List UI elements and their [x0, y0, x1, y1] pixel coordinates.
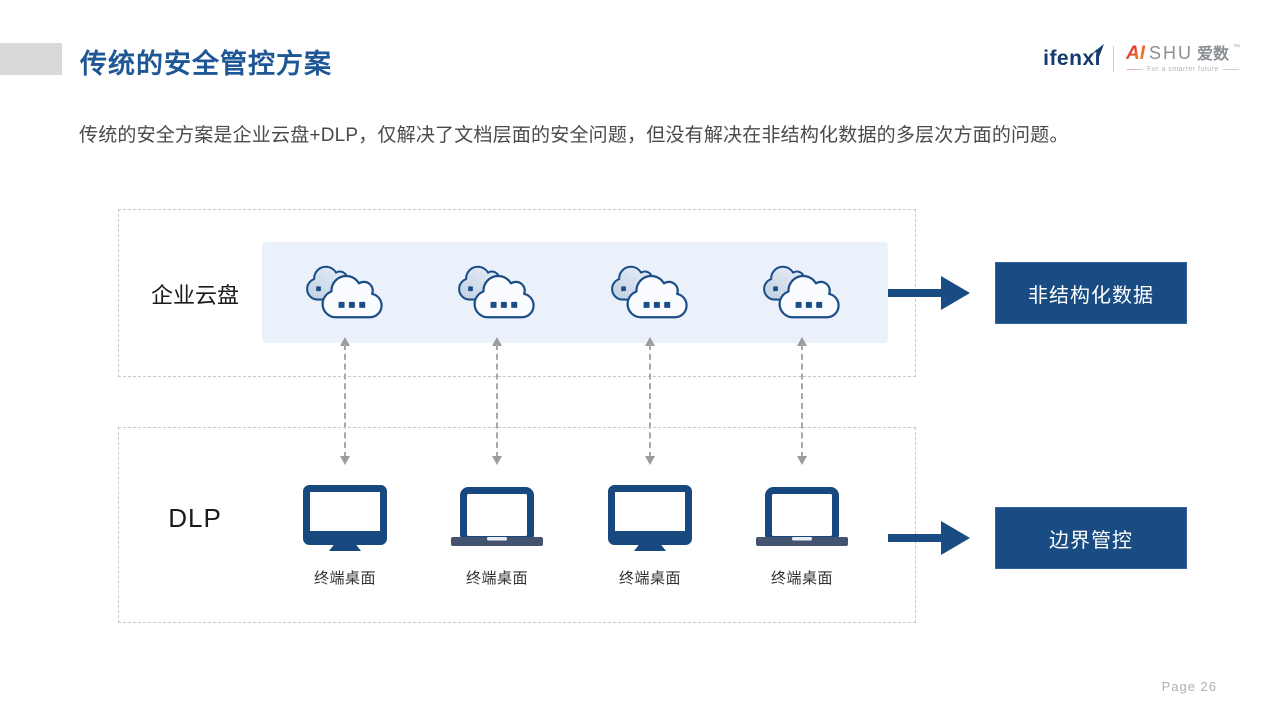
device-label: 终端桌面: [618, 570, 681, 587]
sync-connector-arrow: [491, 337, 503, 465]
ifenxi-logo: ifenxi: [1043, 43, 1104, 71]
laptop-icon: [755, 487, 849, 549]
dlp-group-box: [118, 427, 916, 623]
sync-connector-arrow: [796, 337, 808, 465]
cloud-sync-icon: [758, 261, 846, 323]
sync-connector-arrow: [339, 337, 351, 465]
terminal-device: 终端桌面: [742, 485, 862, 587]
terminal-device: 终端桌面: [590, 485, 710, 587]
aishu-shu-text: SHU: [1148, 43, 1193, 63]
page-number: Page 26: [1161, 679, 1217, 694]
boundary-control-box: 边界管控: [995, 507, 1187, 569]
ifenxi-dart-icon: [1089, 40, 1105, 64]
device-label: 终端桌面: [313, 570, 376, 587]
flow-arrow-right-icon: [888, 276, 970, 310]
slide-description: 传统的安全方案是企业云盘+DLP，仅解决了文档层面的安全问题，但没有解决在非结构…: [79, 125, 1069, 146]
cloud-sync-icon: [301, 261, 389, 323]
unstructured-data-box: 非结构化数据: [995, 262, 1187, 324]
laptop-icon: [450, 487, 544, 549]
flow-arrow-right-icon: [888, 521, 970, 555]
aishu-ai-mark: AI: [1125, 43, 1145, 64]
header-logos: ifenxi AI SHU 爱数 ™ For a smarter future: [1043, 43, 1240, 73]
desktop-monitor-icon: [303, 485, 387, 555]
terminal-device: 终端桌面: [437, 485, 557, 587]
sync-connector-arrow: [644, 337, 656, 465]
aishu-tagline: For a smarter future: [1127, 66, 1239, 73]
terminal-device: 终端桌面: [285, 485, 405, 587]
dlp-row-label: DLP: [168, 503, 222, 533]
page-title: 传统的安全管控方案: [80, 49, 332, 79]
device-label: 终端桌面: [465, 570, 528, 587]
aishu-logo: AI SHU 爱数 ™ For a smarter future: [1126, 44, 1240, 73]
ifenxi-wordmark: ifenxi: [1043, 46, 1101, 70]
trademark-symbol: ™: [1233, 44, 1240, 51]
corner-decoration: [0, 43, 62, 75]
logo-divider: [1112, 45, 1114, 72]
desktop-monitor-icon: [608, 485, 692, 555]
cloud-row-label: 企业云盘: [150, 283, 239, 308]
cloud-sync-icon: [453, 261, 541, 323]
aishu-chinese-text: 爱数: [1196, 46, 1229, 63]
cloud-sync-icon: [606, 261, 694, 323]
device-label: 终端桌面: [770, 570, 833, 587]
